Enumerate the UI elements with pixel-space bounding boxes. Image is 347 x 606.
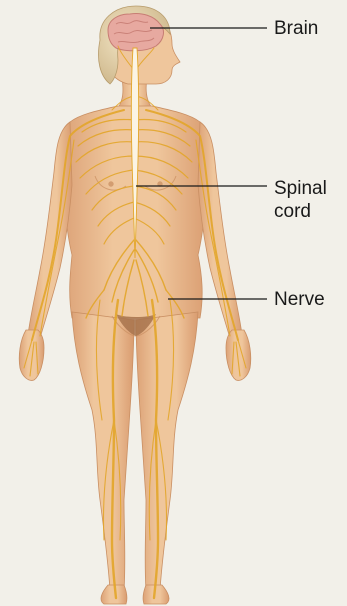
brain-label: Brain bbox=[274, 17, 318, 40]
nerve-label: Nerve bbox=[274, 288, 325, 311]
spinal-cord-label: Spinal cord bbox=[274, 177, 344, 223]
brain-icon bbox=[108, 13, 163, 50]
head bbox=[98, 6, 180, 84]
spinal-cord-label-line1: Spinal bbox=[274, 177, 344, 200]
spinal-cord-label-line2: cord bbox=[274, 200, 344, 223]
